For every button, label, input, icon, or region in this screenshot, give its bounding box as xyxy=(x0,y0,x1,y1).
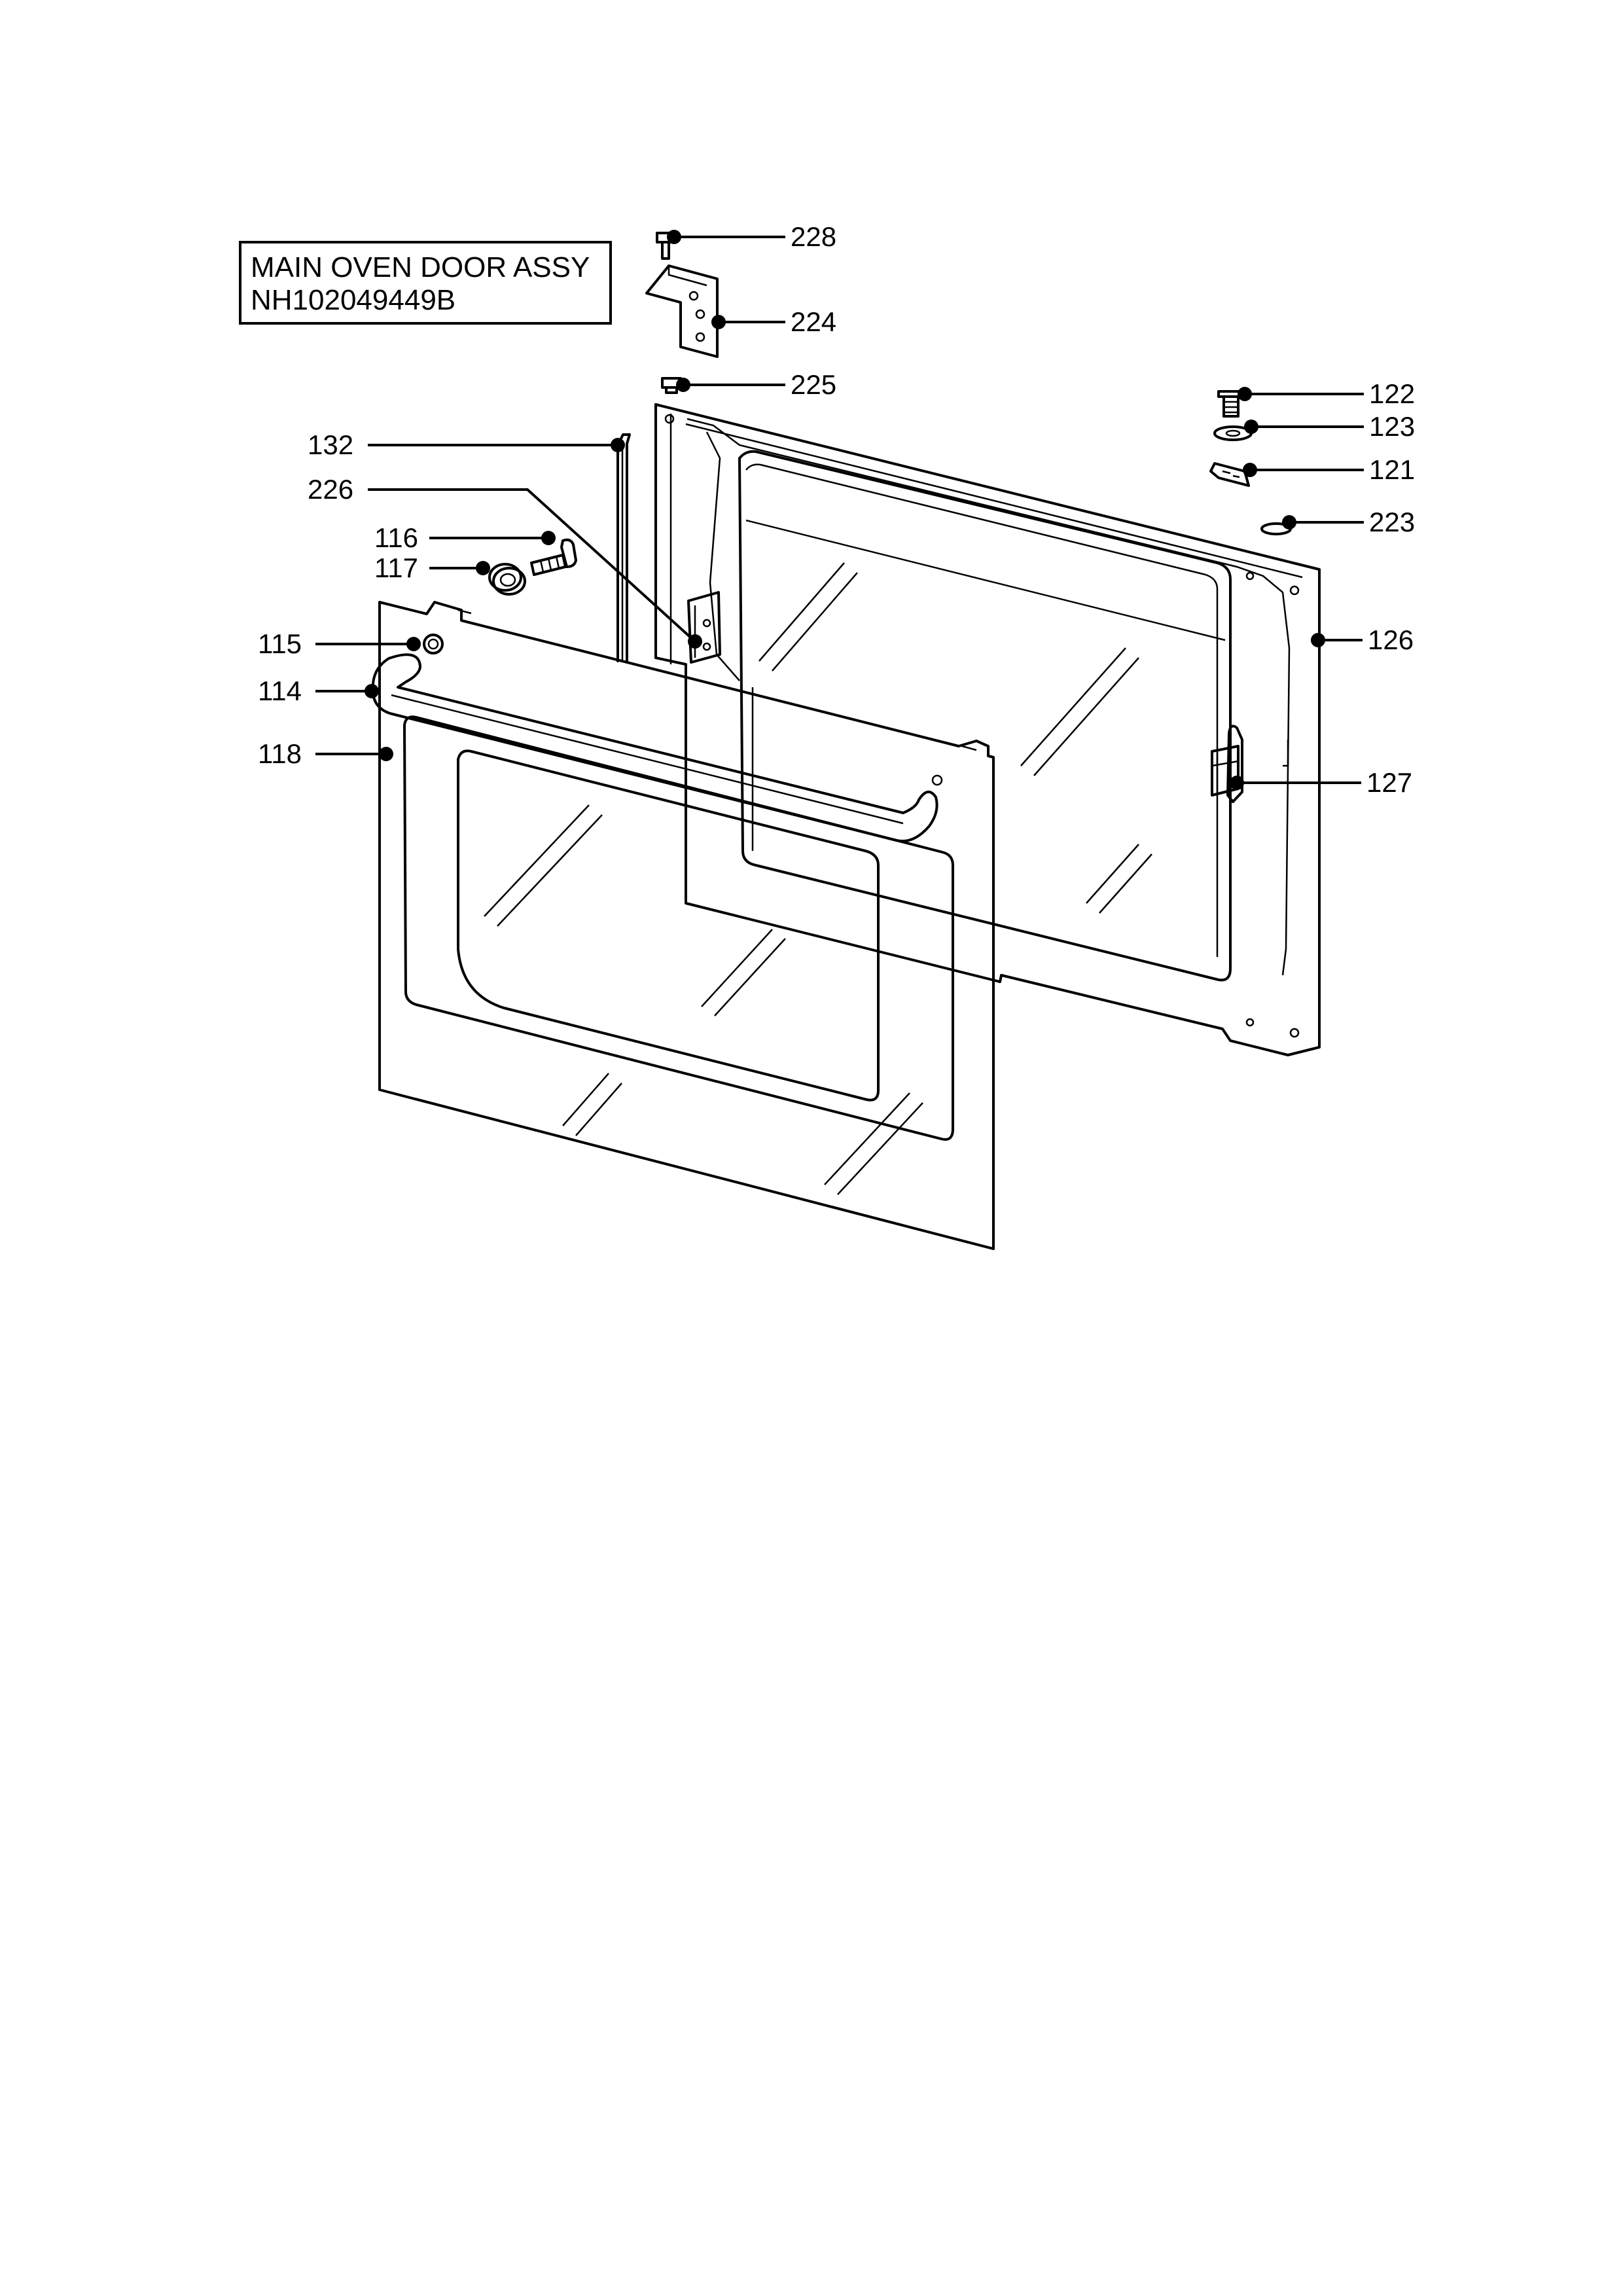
callout-116: 116 xyxy=(374,522,556,553)
callout-label: 223 xyxy=(1369,507,1415,537)
callout-121: 121 xyxy=(1243,454,1415,485)
callout-label: 117 xyxy=(374,552,418,583)
callout-223: 223 xyxy=(1282,507,1415,537)
callout-117: 117 xyxy=(374,552,490,583)
hinge-receiver xyxy=(687,591,721,664)
callout-118: 118 xyxy=(258,738,393,769)
callout-label: 126 xyxy=(1368,624,1414,655)
callout-228: 228 xyxy=(667,221,836,252)
callout-115: 115 xyxy=(258,628,421,659)
callout-label: 115 xyxy=(258,628,302,659)
assembly-title-box: MAIN OVEN DOOR ASSY NH102049449B xyxy=(239,241,612,325)
callout-132: 132 xyxy=(308,429,625,460)
callout-label: 127 xyxy=(1366,767,1412,798)
assembly-title: MAIN OVEN DOOR ASSY xyxy=(251,251,590,283)
callout-127: 127 xyxy=(1230,767,1412,798)
callout-label: 224 xyxy=(791,306,836,337)
callout-114: 114 xyxy=(258,675,379,706)
callout-label: 121 xyxy=(1369,454,1415,485)
callout-label: 132 xyxy=(308,429,353,460)
callout-225: 225 xyxy=(676,369,836,400)
callout-label: 225 xyxy=(791,369,836,400)
door-seal-strip xyxy=(616,433,631,664)
callout-123: 123 xyxy=(1244,411,1415,442)
clip-nut xyxy=(1209,462,1250,487)
callout-126: 126 xyxy=(1311,624,1414,655)
hinge-bracket xyxy=(645,232,719,358)
outer-door-panel xyxy=(378,601,995,1250)
handle-screw xyxy=(530,538,577,576)
handle-end-cap xyxy=(488,563,526,596)
callout-label: 114 xyxy=(258,675,302,706)
callout-226: 226 xyxy=(308,474,702,649)
door-handle xyxy=(371,653,938,842)
inner-door-panel xyxy=(654,403,1321,1056)
callout-label: 228 xyxy=(791,221,836,252)
callout-label: 226 xyxy=(308,474,353,505)
callout-label: 123 xyxy=(1369,411,1415,442)
callout-label: 118 xyxy=(258,738,302,769)
callout-122: 122 xyxy=(1238,378,1415,409)
assembly-part-number: NH102049449B xyxy=(251,284,456,316)
callout-label: 122 xyxy=(1369,378,1415,409)
callout-224: 224 xyxy=(711,306,836,337)
callout-label: 116 xyxy=(374,522,418,553)
